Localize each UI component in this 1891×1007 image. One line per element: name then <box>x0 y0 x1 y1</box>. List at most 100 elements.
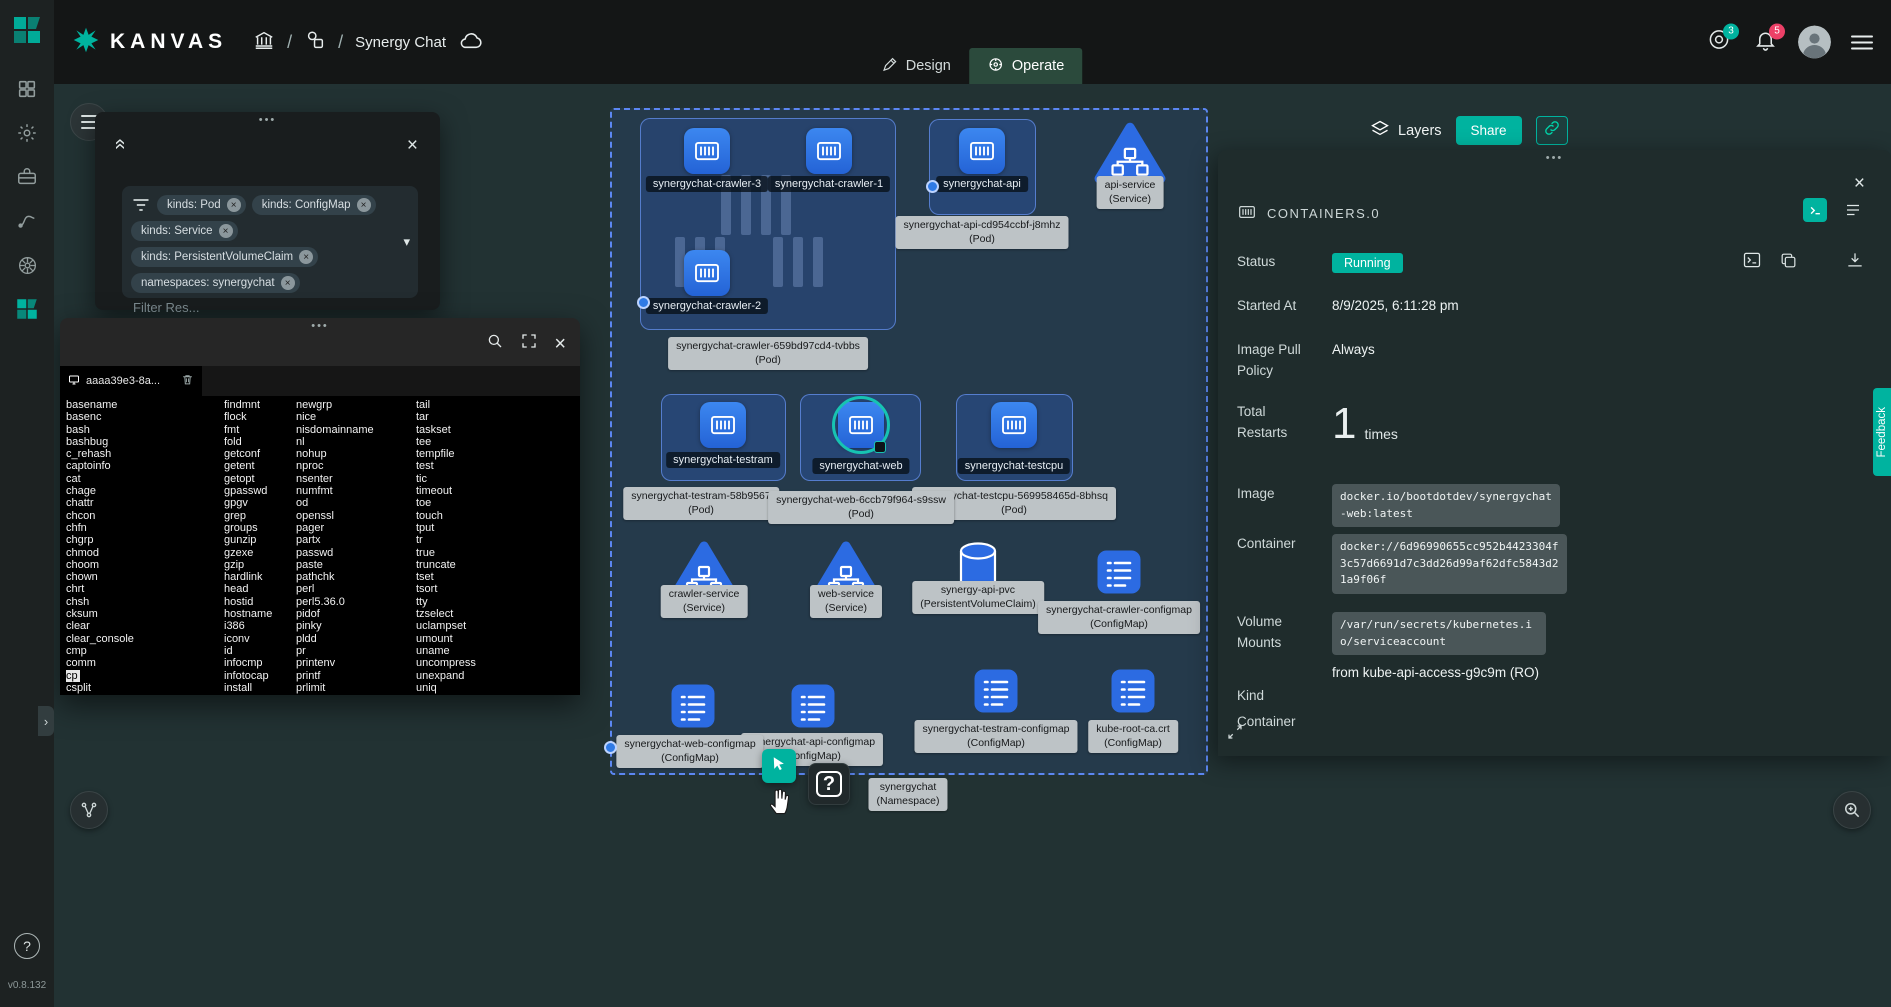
announcements-button[interactable]: 3 <box>1706 29 1732 55</box>
chip-remove-icon[interactable]: × <box>227 198 241 212</box>
filter-chip[interactable]: kinds: ConfigMap × <box>252 195 376 215</box>
pod-node-crawler-3[interactable] <box>684 128 730 174</box>
node-meta-testram-configmap[interactable]: synergychat-testram-configmap (ConfigMap… <box>914 720 1077 753</box>
terminal-output[interactable]: basenamebasencbashbashbugc_rehashcaptoin… <box>60 396 580 695</box>
node-meta-pvc[interactable]: synergy-api-pvc (PersistentVolumeClaim) <box>912 581 1044 614</box>
copy-link-button[interactable] <box>1536 116 1568 145</box>
left-sidebar: ? v0.8.132 <box>0 0 54 1007</box>
configmap-node-api-configmap[interactable] <box>790 683 836 734</box>
kanvas-logo[interactable] <box>11 14 43 51</box>
configmap-node-web-configmap[interactable] <box>670 683 716 734</box>
close-filter-panel-button[interactable]: × <box>407 136 418 155</box>
chip-remove-icon[interactable]: × <box>281 276 295 290</box>
filter-chip[interactable]: kinds: Service × <box>131 221 238 241</box>
node-label-web[interactable]: synergychat-web <box>812 458 909 474</box>
node-label-crawler-1[interactable]: synergychat-crawler-1 <box>768 176 890 192</box>
download-icon[interactable] <box>1845 250 1865 275</box>
container-id-value[interactable]: docker://6d96990655cc952b4423304f3c57d66… <box>1332 534 1567 594</box>
brand[interactable]: KANVAS <box>72 26 227 59</box>
layers-button[interactable]: Layers <box>1370 119 1442 143</box>
pod-node-api[interactable] <box>959 128 1005 174</box>
chip-remove-icon[interactable]: × <box>299 250 313 264</box>
details-panel: ••• × CONTAINERS.0 Status Running Starte… <box>1218 150 1891 756</box>
filter-chip[interactable]: namespaces: synergychat × <box>131 273 300 293</box>
connection-handle[interactable] <box>637 296 650 309</box>
filter-chip[interactable]: kinds: Pod × <box>157 195 246 215</box>
node-meta-web-service[interactable]: web-service (Service) <box>810 585 882 618</box>
close-details-panel-button[interactable]: × <box>1854 174 1865 193</box>
relayout-button[interactable] <box>70 791 108 829</box>
node-meta-kube-root-ca[interactable]: kube-root-ca.crt (ConfigMap) <box>1088 720 1178 753</box>
node-label-crawler-2[interactable]: synergychat-crawler-2 <box>646 298 768 314</box>
chevron-down-icon[interactable]: ▾ <box>403 234 410 250</box>
sidebar-item-toolbox[interactable] <box>9 161 45 193</box>
expand-panel-icon[interactable] <box>1226 723 1244 746</box>
sidebar-item-kubernetes[interactable] <box>9 249 45 281</box>
close-terminal-button[interactable]: × <box>554 334 566 354</box>
configmap-node-kube-root-ca[interactable] <box>1110 668 1156 719</box>
connection-handle[interactable] <box>926 180 939 193</box>
organization-icon[interactable] <box>253 29 275 56</box>
panel-drag-handle[interactable]: ••• <box>311 320 329 332</box>
trash-icon[interactable] <box>181 373 194 389</box>
pod-node-crawler-1[interactable] <box>806 128 852 174</box>
design-name[interactable]: Synergy Chat <box>355 34 446 51</box>
pod-node-testram[interactable] <box>700 402 746 448</box>
sidebar-item-settings[interactable] <box>9 117 45 149</box>
notifications-button[interactable]: 5 <box>1752 29 1778 55</box>
help-button[interactable]: ? <box>14 933 40 959</box>
open-terminal-icon[interactable] <box>1742 250 1762 275</box>
connection-handle[interactable] <box>604 741 617 754</box>
designs-icon[interactable] <box>304 29 326 56</box>
sidebar-item-kanvas-active[interactable] <box>9 293 45 325</box>
filter-chip[interactable]: kinds: PersistentVolumeClaim × <box>131 247 318 267</box>
select-mode-button[interactable] <box>762 749 796 783</box>
feedback-tab[interactable]: Feedback <box>1873 388 1891 476</box>
node-label-crawler-3[interactable]: synergychat-crawler-3 <box>646 176 768 192</box>
sidebar-expand-button[interactable]: › <box>38 706 54 736</box>
node-label-api[interactable]: synergychat-api <box>936 176 1028 192</box>
zoom-search-button[interactable] <box>1833 791 1871 829</box>
sidebar-item-flows[interactable] <box>9 205 45 237</box>
copy-logs-icon[interactable] <box>1779 251 1798 275</box>
configmap-node-crawler-configmap[interactable] <box>1096 549 1142 600</box>
image-row: Image docker.io/bootdotdev/synergychat-w… <box>1237 484 1865 527</box>
filter-chips-box: kinds: Pod × kinds: ConfigMap × kinds: S… <box>122 186 418 298</box>
node-label-testcpu[interactable]: synergychat-testcpu <box>958 458 1070 474</box>
terminal-tab[interactable]: aaaa39e3-8a... <box>60 366 202 396</box>
list-view-button[interactable] <box>1841 198 1865 222</box>
panel-drag-handle[interactable]: ••• <box>1546 152 1564 164</box>
node-meta-crawler-pod[interactable]: synergychat-crawler-659bd97cd4-tvbbs (Po… <box>668 337 868 370</box>
chip-remove-icon[interactable]: × <box>219 224 233 238</box>
node-meta-api-pod[interactable]: synergychat-api-cd954ccbf-j8mhz (Pod) <box>896 216 1069 249</box>
terminal-view-button[interactable] <box>1803 198 1827 222</box>
chip-remove-icon[interactable]: × <box>357 198 371 212</box>
tab-design[interactable]: Design <box>863 48 969 84</box>
sidebar-item-dashboard[interactable] <box>9 73 45 105</box>
search-icon[interactable] <box>486 332 504 355</box>
pod-node-crawler-2[interactable] <box>684 250 730 296</box>
node-meta-web-configmap[interactable]: synergychat-web-configmap (ConfigMap) <box>616 735 763 768</box>
filter-resources-input[interactable] <box>131 299 219 316</box>
node-meta-testram-pod[interactable]: synergychat-testram-58b9567 (Pod) <box>623 487 779 520</box>
share-button[interactable]: Share <box>1456 116 1522 145</box>
node-label-testram[interactable]: synergychat-testram <box>666 452 780 468</box>
pod-node-testcpu[interactable] <box>991 402 1037 448</box>
tab-operate[interactable]: Operate <box>969 48 1082 84</box>
user-avatar[interactable] <box>1798 26 1831 59</box>
node-meta-api-service[interactable]: api-service (Service) <box>1097 176 1164 209</box>
node-meta-namespace[interactable]: synergychat (Namespace) <box>868 778 947 811</box>
panel-drag-handle[interactable]: ••• <box>259 114 277 126</box>
fullscreen-icon[interactable] <box>520 332 538 355</box>
collapse-panel-icon[interactable]: « <box>111 138 131 149</box>
node-action-badge[interactable] <box>874 441 886 453</box>
node-meta-web-pod[interactable]: synergychat-web-6ccb79f964-s9ssw (Pod) <box>768 491 954 524</box>
help-mode-button[interactable]: ? <box>808 763 850 805</box>
image-value[interactable]: docker.io/bootdotdev/synergychat-web:lat… <box>1332 484 1560 527</box>
configmap-node-testram-configmap[interactable] <box>973 668 1019 719</box>
node-meta-crawler-configmap[interactable]: synergychat-crawler-configmap (ConfigMap… <box>1038 601 1200 634</box>
volume-path-value[interactable]: /var/run/secrets/kubernetes.io/serviceac… <box>1332 612 1546 655</box>
terminal-titlebar[interactable]: ••• × <box>60 318 580 366</box>
menu-button[interactable] <box>1851 35 1873 49</box>
node-meta-crawler-service[interactable]: crawler-service (Service) <box>661 585 748 618</box>
